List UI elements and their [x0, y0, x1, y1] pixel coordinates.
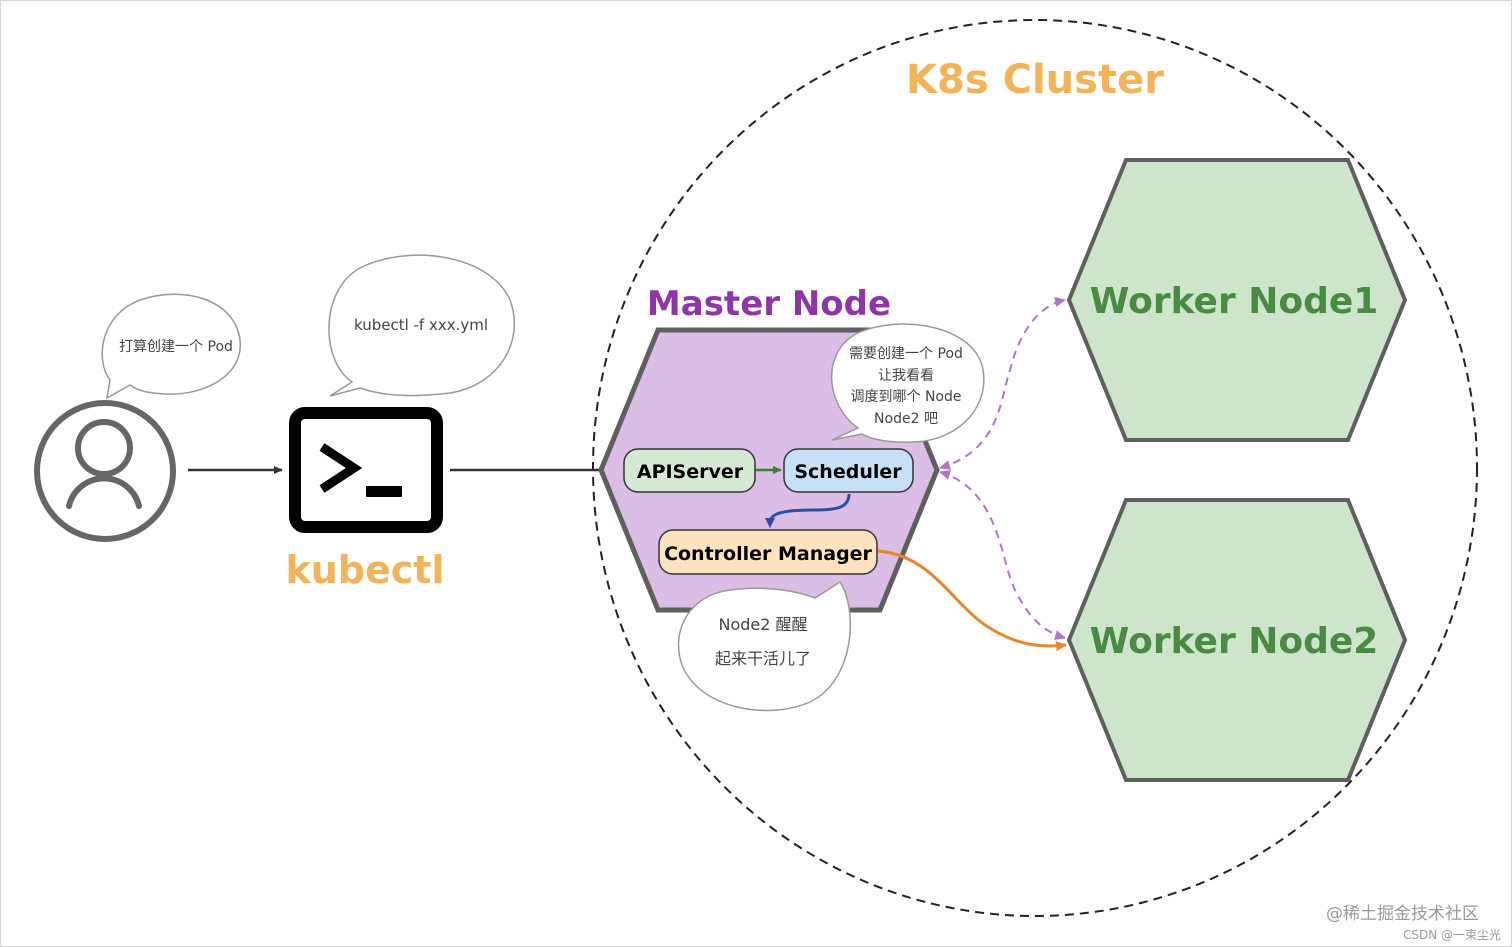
- scheduler-bubble-line-2: 让我看看: [878, 368, 934, 384]
- master-node-title: Master Node: [647, 284, 891, 324]
- terminal-icon: [289, 407, 443, 533]
- scheduler-bubble-line-4: Node2 吧: [874, 411, 938, 427]
- controller-manager-component[interactable]: Controller Manager: [658, 529, 878, 575]
- watermark-juejin: @稀土掘金技术社区: [1326, 904, 1479, 924]
- controller-bubble-line-2: 起来干活儿了: [715, 649, 811, 668]
- arrow-controller-to-worker2: [877, 549, 1067, 652]
- cluster-boundary: [592, 19, 1478, 917]
- worker-node-1-label: Worker Node1: [1090, 281, 1379, 322]
- apiserver-component[interactable]: APIServer: [623, 448, 756, 493]
- controller-bubble-line-1: Node2 醒醒: [718, 615, 807, 634]
- user-bubble-text: 打算创建一个 Pod: [119, 338, 233, 355]
- scheduler-label: Scheduler: [794, 461, 902, 483]
- arrow-master-worker1: [939, 297, 1066, 470]
- user-speech-bubble: 打算创建一个 Pod: [101, 293, 241, 400]
- worker-node-2[interactable]: Worker Node2: [1066, 498, 1408, 782]
- watermark-csdn: CSDN @一束尘光: [1403, 928, 1502, 942]
- arrow-scheduler-to-controller: [765, 493, 851, 528]
- kubectl-speech-bubble: kubectl -f xxx.yml: [328, 254, 515, 397]
- scheduler-bubble-line-1: 需要创建一个 Pod: [849, 346, 963, 362]
- cluster-title: K8s Cluster: [906, 57, 1164, 103]
- arrow-master-worker2: [939, 470, 1066, 640]
- controller-speech-bubble: Node2 醒醒 起来干活儿了: [677, 580, 852, 712]
- worker-node-2-label: Worker Node2: [1090, 621, 1379, 662]
- kubectl-label: kubectl: [285, 548, 444, 592]
- scheduler-bubble-line-3: 调度到哪个 Node: [851, 389, 962, 405]
- scheduler-component[interactable]: Scheduler: [783, 448, 914, 493]
- user-icon: [34, 400, 176, 542]
- apiserver-label: APIServer: [637, 461, 744, 483]
- scheduler-speech-bubble: 需要创建一个 Pod 让我看看 调度到哪个 Node Node2 吧: [830, 323, 985, 443]
- kubectl-bubble-text: kubectl -f xxx.yml: [354, 316, 488, 334]
- worker-node-1[interactable]: Worker Node1: [1066, 158, 1408, 442]
- controller-manager-label: Controller Manager: [664, 543, 872, 565]
